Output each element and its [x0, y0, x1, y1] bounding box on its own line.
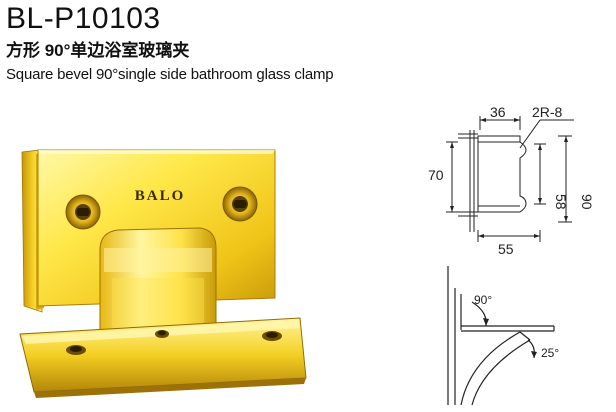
angle-label-90: 90° — [474, 293, 492, 307]
dim-label-70: 70 — [428, 167, 444, 183]
right-screw-icon — [222, 186, 258, 222]
dim-label-90: 90 — [579, 194, 595, 210]
angle-label-25: 25° — [541, 346, 559, 360]
brand-logo: BALO — [135, 188, 186, 204]
dim-label-2r8: 2R-8 — [532, 104, 563, 120]
base-mounting-holes — [66, 330, 282, 355]
title-chinese: 方形 90°单边浴室玻璃夹 — [6, 41, 190, 60]
dim-label-36: 36 — [490, 104, 506, 120]
model-code: BL-P10103 — [6, 2, 161, 35]
title-english: Square bevel 90°single side bathroom gla… — [6, 66, 334, 83]
dim-label-58: 58 — [553, 194, 569, 210]
dim-label-55: 55 — [498, 241, 514, 257]
left-screw-icon — [65, 194, 101, 230]
hinge-block — [99, 227, 217, 331]
